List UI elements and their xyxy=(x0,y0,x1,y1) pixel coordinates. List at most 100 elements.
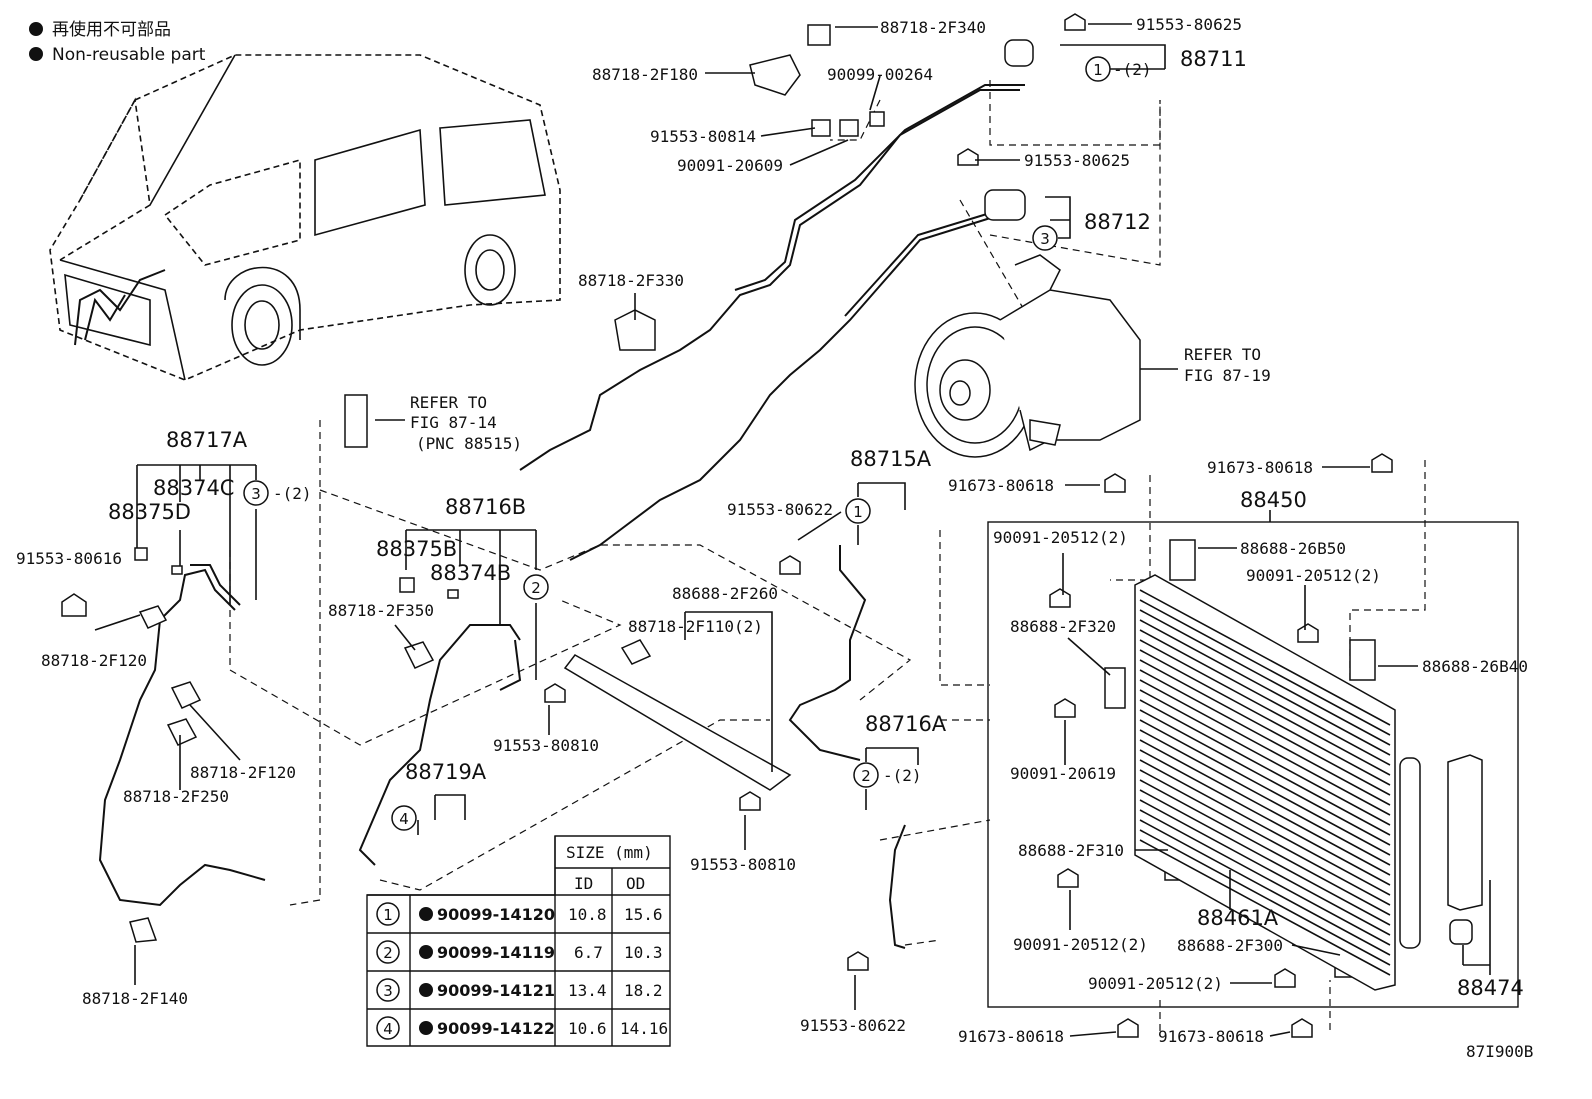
legend-jp: 再使用不可部品 xyxy=(52,19,171,40)
part-label: 88461A xyxy=(1197,906,1279,930)
svg-text:2: 2 xyxy=(531,579,541,597)
part-label: 88474 xyxy=(1457,976,1524,1000)
bolt-icon xyxy=(61,593,87,617)
refer-label: REFER TO xyxy=(1184,345,1261,364)
pipes xyxy=(98,84,1025,949)
svg-text:3: 3 xyxy=(1040,230,1050,248)
part-label: 91673-80618 xyxy=(948,476,1054,495)
bolt-icon xyxy=(1297,623,1319,643)
part-label: 90099-00264 xyxy=(827,65,933,84)
bracket-icon xyxy=(1349,639,1376,681)
refer-label: FIG 87-14 xyxy=(410,413,497,432)
svg-text:2: 2 xyxy=(861,767,871,785)
part-label: 88688-2F260 xyxy=(672,584,778,603)
bolt-icon xyxy=(869,111,885,127)
part-label: 90091-20609 xyxy=(677,156,783,175)
part-label: 88718-2F180 xyxy=(592,65,698,84)
qty-label: -(2) xyxy=(883,766,922,785)
part-label: 90091-20512(2) xyxy=(1013,935,1148,954)
non-reusable-dot-icon xyxy=(29,22,43,36)
qty-label: -(2) xyxy=(1113,60,1152,79)
part-label: 88718-2F120 xyxy=(190,763,296,782)
bolt-icon xyxy=(957,148,979,166)
part-label: 88718-2F340 xyxy=(880,18,986,37)
part-label: 91553-80625 xyxy=(1024,151,1130,170)
non-reusable-dot-icon xyxy=(419,907,433,921)
part-label: 90091-20619 xyxy=(1010,764,1116,783)
table-od: 10.3 xyxy=(624,943,663,962)
part-label: 91553-80622 xyxy=(800,1016,906,1035)
part-label: 88718-2F330 xyxy=(578,271,684,290)
refer-label: FIG 87-19 xyxy=(1184,366,1271,385)
non-reusable-dot-icon xyxy=(29,47,43,61)
part-label: 88718-2F350 xyxy=(328,601,434,620)
bolt-icon xyxy=(779,555,801,575)
clamp-icon xyxy=(170,681,202,709)
part-label: 88688-2F300 xyxy=(1177,936,1283,955)
part-label: 91673-80618 xyxy=(958,1027,1064,1046)
part-label: 88717A xyxy=(166,428,248,452)
fitting-icon xyxy=(984,189,1026,221)
size-table: SIZE (mm) ID OD 1 90099-14120 10.8 15.6 … xyxy=(366,835,671,1047)
table-od: 14.16 xyxy=(620,1019,668,1038)
table-part: 90099-14121 xyxy=(437,981,555,1000)
svg-text:1: 1 xyxy=(1093,61,1103,79)
svg-text:3: 3 xyxy=(383,982,393,1000)
expansion-valve-icon xyxy=(344,394,368,448)
table-od: 15.6 xyxy=(624,905,663,924)
part-label: 91553-80625 xyxy=(1136,15,1242,34)
bolt-icon xyxy=(1104,473,1126,493)
part-label: 90091-20512(2) xyxy=(993,528,1128,547)
part-label: 88688-26B40 xyxy=(1422,657,1528,676)
part-label: 88688-2F310 xyxy=(1018,841,1124,860)
bolt-icon xyxy=(1064,13,1086,31)
clamp-icon xyxy=(138,605,168,629)
svg-text:4: 4 xyxy=(383,1020,393,1038)
part-label: 88375B xyxy=(376,537,457,561)
compressor-illustration xyxy=(914,254,1141,458)
part-label: 88718-2F250 xyxy=(123,787,229,806)
clamp-icon xyxy=(129,917,158,943)
qty-label: -(2) xyxy=(273,484,312,503)
condenser-illustration xyxy=(987,521,1519,1008)
circle-refs: 1 3 3 2 4 1 2 xyxy=(243,56,1111,831)
non-reusable-dot-icon xyxy=(419,1021,433,1035)
cap-icon xyxy=(1449,919,1473,945)
bolt-icon xyxy=(1117,1018,1139,1038)
bracket-icon xyxy=(1169,539,1196,581)
part-label: 88374B xyxy=(430,561,511,585)
bolt-icon xyxy=(739,791,761,811)
part-label: 88718-2F110(2) xyxy=(628,617,763,636)
part-label: 88688-26B50 xyxy=(1240,539,1346,558)
bolt-icon xyxy=(1291,1018,1313,1038)
bolt-icon xyxy=(839,119,859,137)
bolt-icon xyxy=(1049,588,1071,608)
bracket-icon xyxy=(563,654,792,791)
bracket-icon xyxy=(1104,667,1126,709)
table-id: 10.6 xyxy=(568,1019,607,1038)
part-label: 91553-80814 xyxy=(650,127,756,146)
clamp-icon xyxy=(749,54,801,96)
part-labels: 88718-2F340 91553-80625 88711 -(2) 88718… xyxy=(16,15,1533,1061)
bolt-icon xyxy=(1274,968,1296,988)
refer-label: (PNC 88515) xyxy=(416,434,522,453)
clamp-icon xyxy=(403,641,435,669)
part-label: 88450 xyxy=(1240,488,1307,512)
dashed-leaders xyxy=(229,80,1426,1035)
part-label: 88716B xyxy=(445,495,526,519)
table-od: 18.2 xyxy=(624,981,663,1000)
svg-text:1: 1 xyxy=(853,503,863,521)
part-label: 88718-2F140 xyxy=(82,989,188,1008)
part-label: 88716A xyxy=(865,712,947,736)
fitting-icon xyxy=(1004,39,1034,67)
part-label: 91553-80810 xyxy=(690,855,796,874)
part-label: 88718-2F120 xyxy=(41,651,147,670)
table-id: 6.7 xyxy=(574,943,603,962)
table-id: 13.4 xyxy=(568,981,607,1000)
part-label: 90091-20512(2) xyxy=(1088,974,1223,993)
od-header: OD xyxy=(626,874,645,893)
table-part: 90099-14122 xyxy=(437,1019,555,1038)
part-label: 88715A xyxy=(850,447,932,471)
refer-label: REFER TO xyxy=(410,393,487,412)
